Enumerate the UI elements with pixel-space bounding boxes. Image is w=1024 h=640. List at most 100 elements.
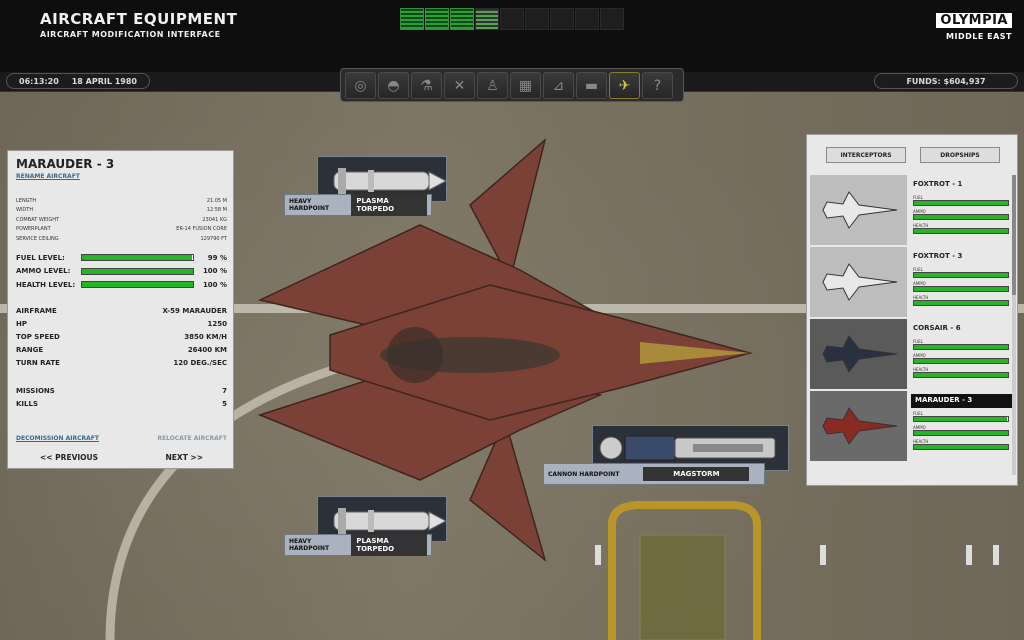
hardpoint-type: HEAVY HARDPOINT (289, 198, 330, 212)
base-name: OLYMPIA (936, 13, 1012, 28)
nav-button-helmet[interactable]: ◓ (378, 72, 409, 99)
level-label: AMMO LEVEL: (16, 267, 71, 276)
roster-bar-label: AMMO (913, 353, 926, 358)
roster-bar-track (913, 372, 1009, 378)
spec-value: 23041 KG (202, 216, 227, 223)
roster-bar-track (913, 214, 1009, 220)
heavy-hardpoint-top-label[interactable]: HEAVY HARDPOINT PLASMA TORPEDO (284, 194, 432, 216)
helmet-icon: ◓ (387, 77, 400, 94)
roster-item-name: FOXTROT - 1 (913, 180, 963, 188)
research-flask-icon: ⚗ (420, 77, 433, 94)
help-icon: ? (653, 77, 662, 94)
screen-title-block: AIRCRAFT EQUIPMENT AIRCRAFT MODIFICATION… (40, 10, 237, 39)
nav-button-hangar[interactable]: ⊿ (543, 72, 574, 99)
roster-scrollbar-thumb[interactable] (1012, 175, 1016, 295)
globe-icon: ◎ (354, 77, 367, 94)
roster-bar-fill (914, 431, 1008, 435)
base-indicator[interactable]: OLYMPIA MIDDLE EAST (936, 9, 1012, 41)
funds-display: FUNDS: $604,937 (874, 73, 1018, 89)
stat-row: TOP SPEED 3850 KM/H (16, 330, 227, 343)
radar-cell (575, 8, 599, 30)
screen-subtitle: AIRCRAFT MODIFICATION INTERFACE (40, 30, 221, 39)
roster-scrollbar[interactable] (1012, 175, 1016, 475)
roster-fuel-bar: FUEL (913, 339, 1012, 350)
nav-button-base-facilities[interactable]: ▦ (510, 72, 541, 99)
roster-bar-fill (914, 229, 1008, 233)
next-aircraft-button[interactable]: NEXT >> (165, 453, 203, 462)
roster-bar-fill (914, 417, 1008, 421)
hangar-icon: ⊿ (552, 77, 565, 94)
roster-bar-label: HEALTH (913, 367, 929, 372)
roster-ammo-bar: AMMO (913, 353, 1012, 364)
game-clock[interactable]: 06:13:20 18 APRIL 1980 (6, 73, 150, 89)
main-nav-iconbar: ◎ ◓ ⚗ ✕ ♙▦ ⊿ ▬ ✈? (340, 68, 684, 102)
record-row: MISSIONS 7 (16, 384, 227, 397)
plasma-torpedo-icon (333, 168, 448, 194)
roster-bar-label: AMMO (913, 425, 926, 430)
tab-dropships[interactable]: DROPSHIPS (920, 147, 1000, 163)
roster-bar-label: AMMO (913, 281, 926, 286)
record-label: MISSIONS (16, 386, 55, 395)
roster-item-name: FOXTROT - 3 (913, 252, 963, 260)
roster-bar-track (913, 430, 1009, 436)
radar-cell (550, 8, 574, 30)
roster-bar-fill (914, 373, 1008, 377)
level-bar-fill (82, 268, 193, 274)
radar-cell (500, 8, 524, 30)
base-region: MIDDLE EAST (946, 32, 1012, 41)
heavy-hardpoint-bottom-label[interactable]: HEAVY HARDPOINT PLASMA TORPEDO (284, 534, 432, 556)
roster-bar-label: FUEL (913, 339, 923, 344)
level-bar (81, 281, 194, 289)
aircraft-name: MARAUDER - 3 (16, 157, 115, 171)
roster-bar-label: HEALTH (913, 295, 929, 300)
decommission-aircraft-link[interactable]: DECOMISSION AIRCRAFT (16, 435, 99, 442)
stat-label: TOP SPEED (16, 332, 60, 341)
stat-value: 26400 KM (187, 346, 227, 355)
roster-fuel-bar: FUEL (913, 195, 1012, 206)
nav-button-globe[interactable]: ◎ (345, 72, 376, 99)
roster-bar-track (913, 200, 1009, 206)
radar-cell (425, 8, 449, 30)
tab-interceptors[interactable]: INTERCEPTORS (826, 147, 906, 163)
nav-button-help[interactable]: ? (642, 72, 673, 99)
hardpoint-weapon: MAGSTORM (643, 467, 750, 481)
spec-value: 12.58 M (206, 207, 227, 214)
roster-bar-fill (914, 201, 1008, 205)
vehicle-icon: ▬ (584, 77, 599, 94)
nav-button-scientist[interactable]: ♙ (477, 72, 508, 99)
roster-bar-label: HEALTH (913, 439, 929, 444)
stat-label: RANGE (16, 346, 44, 355)
nav-button-research-flask[interactable]: ⚗ (411, 72, 442, 99)
aircraft-roster-panel: INTERCEPTORS DROPSHIPS FOXTROT - 1 FUEL AM… (806, 134, 1018, 486)
nav-button-aircraft[interactable]: ✈ (609, 72, 640, 99)
roster-health-bar: HEALTH (913, 439, 1012, 450)
cannon-hardpoint-label[interactable]: CANNON HARDPOINT MAGSTORM (543, 463, 765, 485)
engineering-tools-icon: ✕ (453, 77, 466, 94)
stat-value: 3850 KM/H (184, 332, 227, 341)
nav-button-vehicle[interactable]: ▬ (576, 72, 607, 99)
roster-bar-label: AMMO (913, 209, 926, 214)
previous-aircraft-button[interactable]: << PREVIOUS (40, 453, 99, 462)
nav-button-engineering-tools[interactable]: ✕ (444, 72, 475, 99)
relocate-aircraft-link[interactable]: RELOCATE AIRCRAFT (157, 435, 227, 442)
record-value: 7 (222, 386, 227, 395)
roster-bar-fill (914, 301, 1008, 305)
radar-status-strip (400, 8, 624, 30)
spec-label: POWERPLANT (16, 226, 51, 233)
cannon-hardpoint-slot[interactable] (592, 425, 789, 471)
rename-aircraft-link[interactable]: RENAME AIRCRAFT (16, 173, 80, 180)
